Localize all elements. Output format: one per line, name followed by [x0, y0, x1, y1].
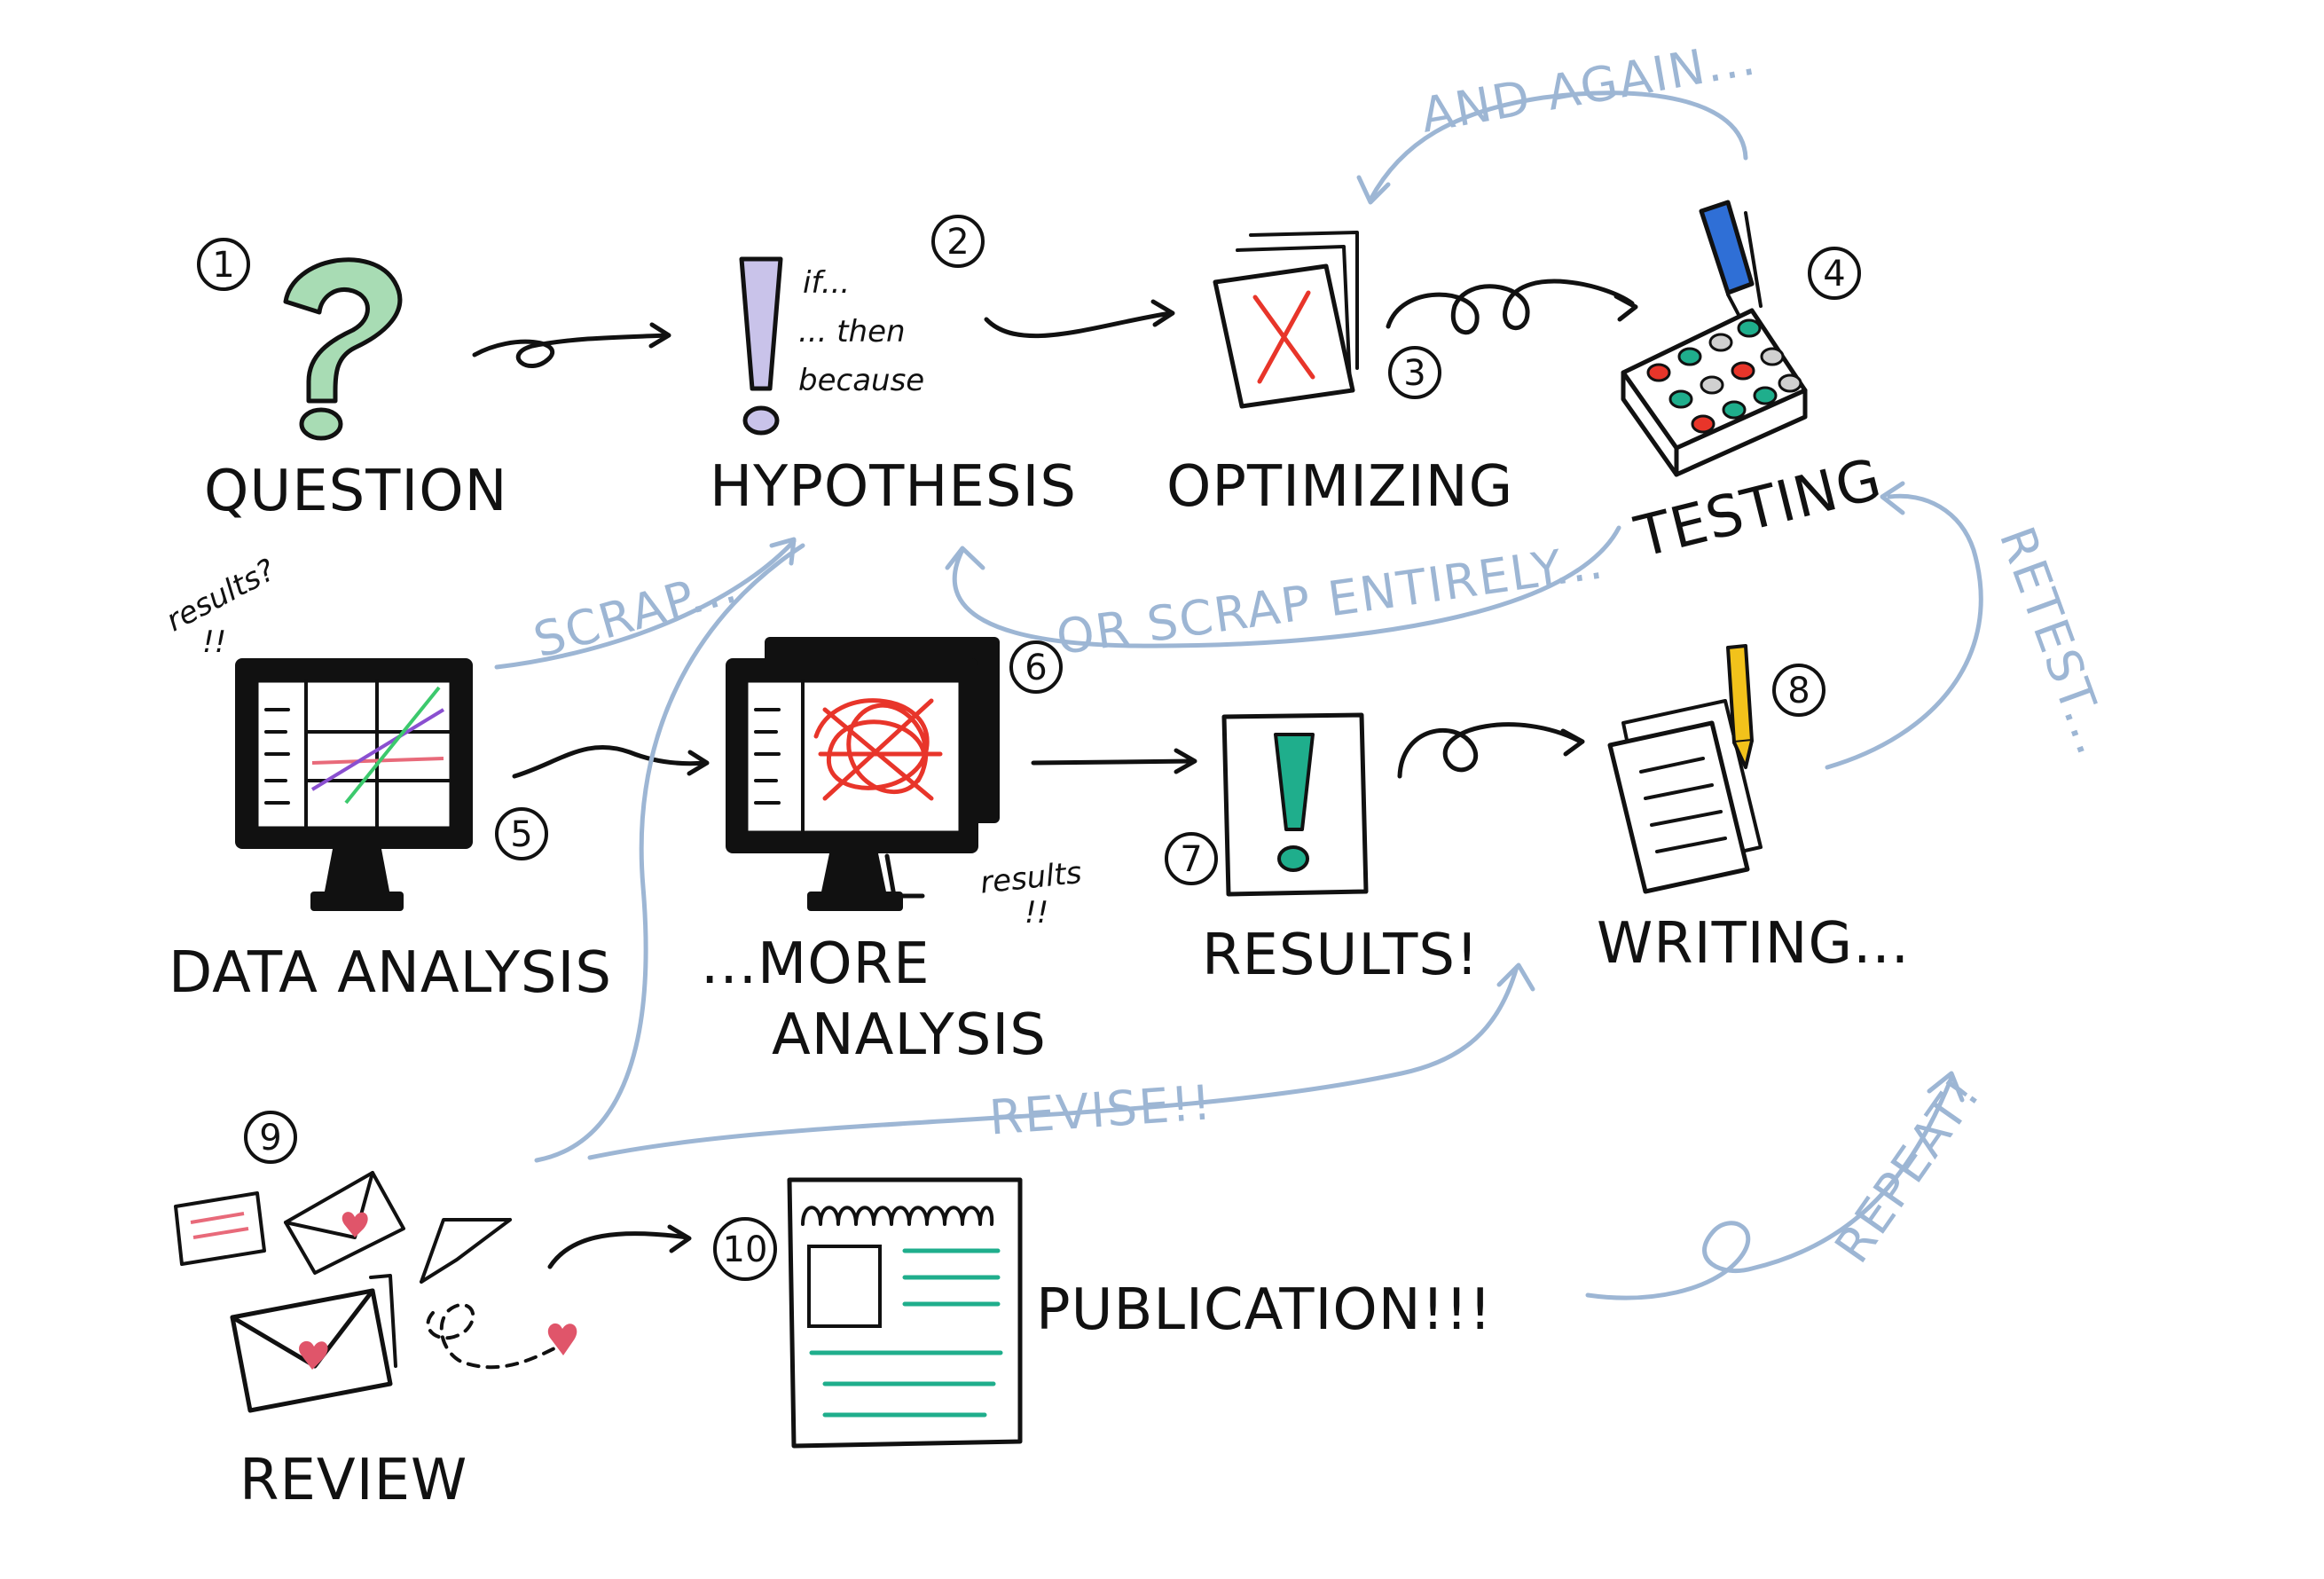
number-badge-3: 3: [1388, 346, 1441, 399]
number-badge-1: 1: [197, 238, 250, 291]
arrowhead-review-to-publication: [667, 1224, 692, 1253]
results-label: RESULTS!: [1202, 923, 1480, 988]
number-5-text: 5: [510, 814, 532, 855]
document-pencil-icon: [1607, 644, 1763, 894]
arrow-data-to-more-analysis: [512, 744, 708, 779]
number-2-text: 2: [946, 222, 969, 263]
step-more-analysis: 6 results !! ...MORE ANALYSIS: [701, 637, 1083, 1068]
step-hypothesis: 2 if... ... then because HYPOTHESIS: [710, 215, 1077, 520]
paper-plane-icon: [420, 1218, 577, 1370]
number-3-text: 3: [1403, 353, 1425, 394]
retest-label: RETEST...: [1989, 520, 2123, 763]
number-badge-9: 9: [244, 1111, 297, 1164]
more-analysis-label-line2: ANALYSIS: [772, 1002, 1047, 1068]
arrow-results-to-writing: [1397, 722, 1582, 779]
step-testing: 4 TESTING: [1621, 200, 1888, 571]
hypothesis-because-text: because: [798, 363, 924, 398]
repeat-label: REPEAT!: [1824, 1066, 1991, 1272]
scrap-label: SCRAP...: [528, 557, 744, 669]
number-10-text: 10: [723, 1229, 768, 1270]
optimizing-label: OPTIMIZING: [1166, 454, 1513, 520]
hypothesis-if-text: if...: [803, 265, 850, 301]
loop-and-again: AND AGAIN...: [1356, 29, 1761, 205]
arrow-more-analysis-to-results: [1031, 758, 1196, 766]
results-note: results: [978, 855, 1083, 901]
review-label: REVIEW: [239, 1448, 467, 1513]
step-results: 7 RESULTS!: [1165, 712, 1480, 988]
number-badge-2: 2: [931, 215, 985, 268]
number-9-text: 9: [259, 1118, 281, 1159]
exclamation-icon: [739, 256, 783, 436]
number-badge-4: 4: [1808, 247, 1861, 300]
arrowhead-optimizing-to-testing: [1613, 294, 1638, 322]
hypothesis-label: HYPOTHESIS: [710, 454, 1077, 520]
arrowhead-hypothesis-to-optimizing: [1150, 299, 1175, 327]
arrow-hypothesis-to-optimizing: [984, 310, 1174, 339]
number-7-text: 7: [1180, 839, 1202, 880]
step-question: 1 QUESTION: [197, 238, 508, 524]
publication-page-icon: [787, 1177, 1023, 1449]
hypothesis-then-text: ... then: [798, 314, 906, 350]
number-1-text: 1: [212, 245, 234, 286]
arrowhead-question-to-hypothesis: [648, 322, 671, 349]
results-question-marks: !!: [202, 625, 226, 660]
arrow-question-to-hypothesis: [472, 333, 670, 369]
data-analysis-label: DATA ANALYSIS: [169, 940, 612, 1006]
monitor-icon-left: [235, 658, 473, 911]
arrowhead-more-analysis-to-results: [1174, 748, 1197, 774]
question-label: QUESTION: [204, 459, 508, 524]
step-optimizing: 3 OPTIMIZING: [1166, 231, 1513, 520]
number-4-text: 4: [1823, 254, 1845, 295]
number-8-text: 8: [1787, 671, 1810, 711]
question-mark-icon: [283, 257, 403, 441]
results-note-marks: !!: [1025, 895, 1048, 931]
number-badge-5: 5: [495, 807, 548, 860]
number-badge-8: 8: [1772, 664, 1825, 717]
step-writing: 8 WRITING...: [1597, 644, 1910, 977]
papers-icon: [1213, 231, 1359, 409]
loop-retest: RETEST...: [1825, 481, 2123, 770]
arrow-optimizing-to-testing: [1386, 279, 1635, 335]
number-6-text: 6: [1025, 648, 1047, 688]
loop-scrap: SCRAP...: [494, 537, 797, 670]
step-review: 9 REVIEW: [174, 1111, 577, 1513]
test-tray-icon: [1621, 308, 1808, 477]
arrowhead-data-to-more-analysis: [687, 750, 710, 776]
revise-label: REVISE!!: [987, 1074, 1214, 1145]
arrow-review-to-publication: [547, 1231, 690, 1269]
arrowhead-results-to-writing: [1560, 728, 1585, 757]
loop-repeat: REPEAT!: [1585, 1066, 1991, 1300]
number-badge-7: 7: [1165, 832, 1218, 885]
step-publication: 10 PUBLICATION!!!: [713, 1177, 1493, 1449]
writing-label: WRITING...: [1597, 911, 1910, 977]
and-again-label: AND AGAIN...: [1417, 29, 1761, 143]
letters-icon: [174, 1171, 405, 1413]
publication-label: PUBLICATION!!!: [1036, 1277, 1493, 1343]
more-analysis-label-line1: ...MORE: [701, 931, 930, 997]
results-page-icon: [1221, 712, 1369, 897]
monitor-icon-right: [726, 637, 1000, 911]
number-badge-10: 10: [713, 1217, 777, 1281]
number-badge-6: 6: [1009, 640, 1063, 694]
or-scrap-entirely-label: OR SCRAP ENTIRELY...: [1053, 533, 1607, 665]
